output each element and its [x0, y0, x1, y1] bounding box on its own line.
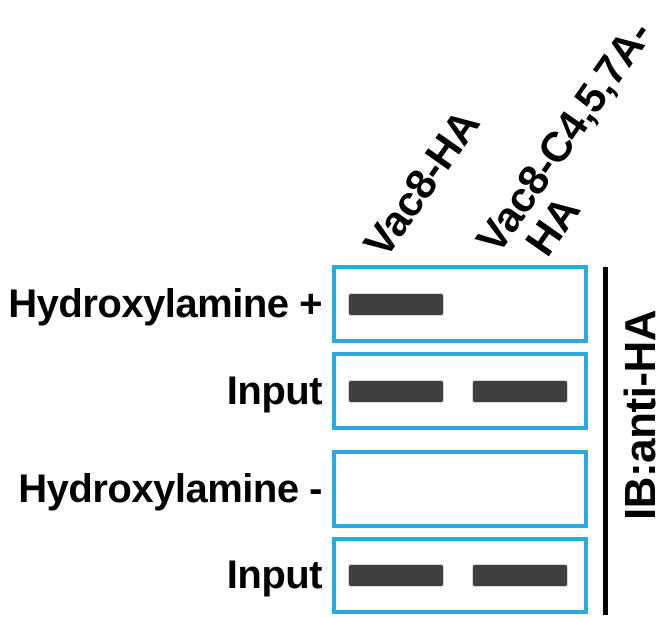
- blot-panel-2: [332, 352, 588, 430]
- protein-band-row4-lane1: [349, 565, 443, 586]
- blot-panel-4: [332, 537, 588, 614]
- blot-panel-3: [332, 450, 588, 528]
- protein-band-row4-lane2: [473, 565, 567, 586]
- row-label-3: Hydroxylamine -: [18, 466, 322, 511]
- protein-band-row2-lane1: [349, 380, 443, 402]
- column-label-vac8-c457a-ha-text: Vac8-C4,5,7A- HA: [467, 12, 664, 284]
- row-label-2: Input: [226, 368, 323, 413]
- column-label-vac8-ha-text: Vac8-HA: [354, 101, 489, 266]
- column-label-line: Vac8-HA: [354, 101, 489, 266]
- ib-bracket-line: [603, 267, 608, 615]
- protein-band-row1-lane1: [349, 293, 443, 315]
- row-label-4: Input: [226, 553, 323, 597]
- blot-panel-1: [332, 265, 588, 343]
- protein-band-row2-lane2: [473, 380, 567, 402]
- side-label-ib-anti-ha: IB:anti-HA: [616, 309, 664, 521]
- row-label-1: Hydroxylamine +: [8, 281, 322, 326]
